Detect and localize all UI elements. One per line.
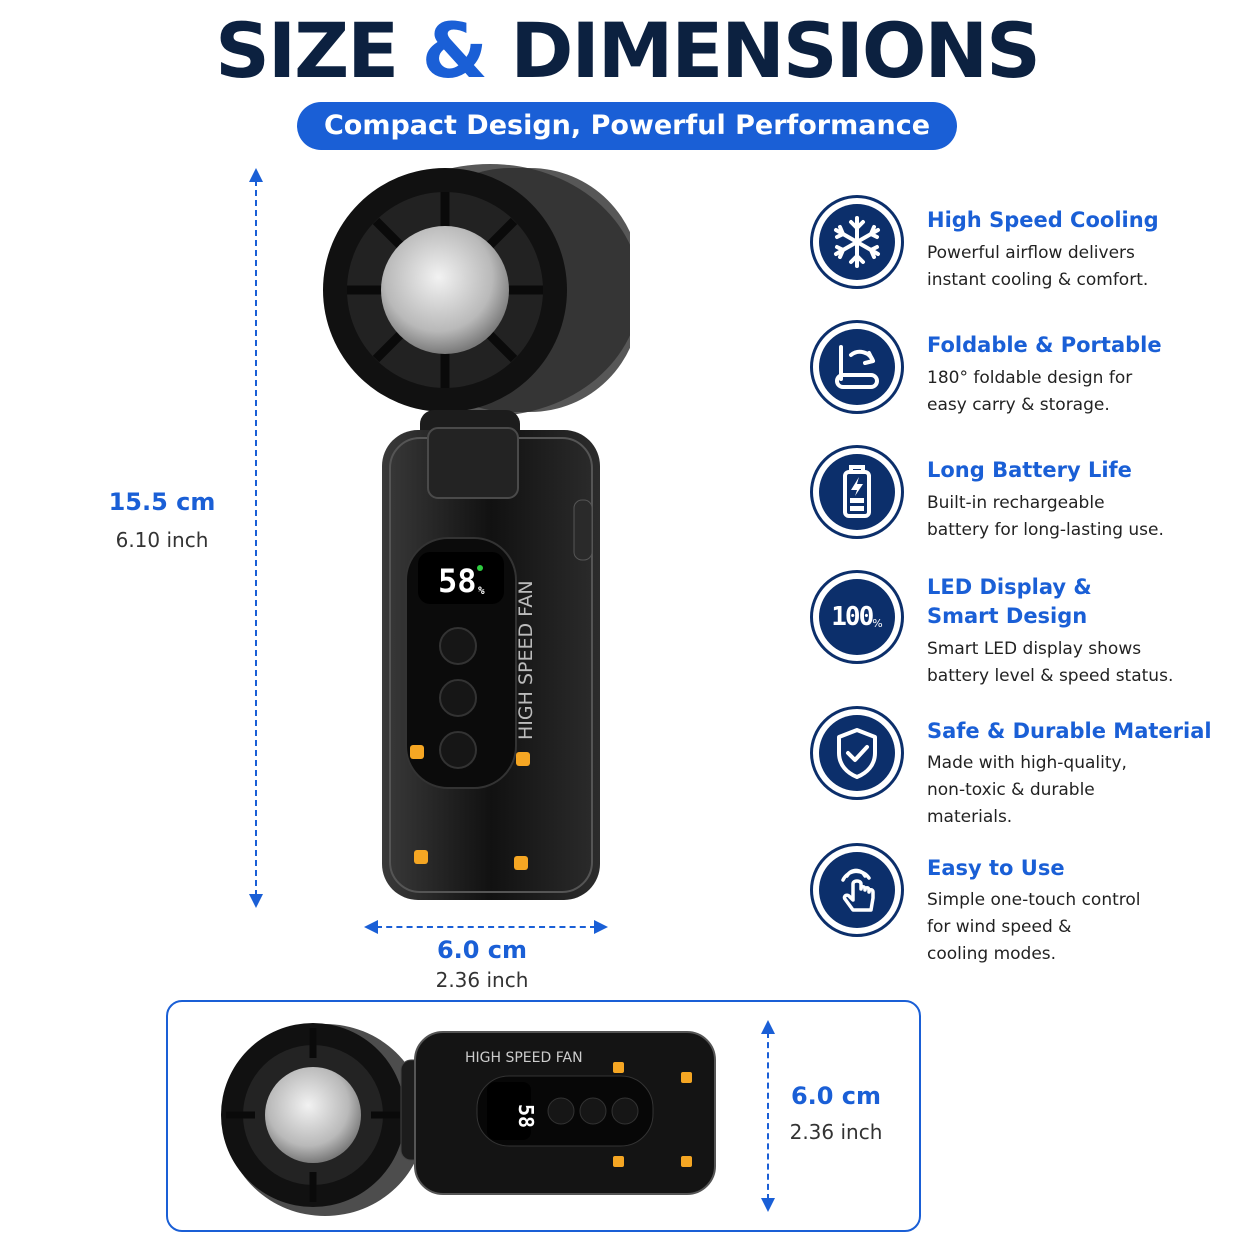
width-cm-label: 6.0 cm bbox=[436, 936, 528, 964]
folded-arrow-top bbox=[761, 1020, 775, 1034]
folded-dimension-line bbox=[767, 1032, 769, 1200]
folded-view-box bbox=[166, 1000, 921, 1232]
feature-desc-easy: Simple one-touch control for wind speed … bbox=[927, 890, 1141, 964]
folded-cm-label: 6.0 cm bbox=[790, 1082, 882, 1110]
height-dimension-line bbox=[255, 180, 257, 896]
feature-title-battery: Long Battery Life bbox=[927, 458, 1132, 482]
page-title: SIZE & DIMENSIONS bbox=[0, 6, 1254, 95]
battery-icon bbox=[810, 445, 904, 539]
width-arrow-left bbox=[364, 920, 378, 934]
height-cm-label: 15.5 cm bbox=[108, 488, 216, 516]
svg-text:HIGH SPEED FAN: HIGH SPEED FAN bbox=[465, 1050, 583, 1066]
height-inch-label: 6.10 inch bbox=[115, 528, 209, 552]
svg-text:%: % bbox=[478, 584, 485, 597]
title-dimensions: DIMENSIONS bbox=[510, 6, 1040, 95]
feature-title-safe: Safe & Durable Material bbox=[927, 719, 1212, 743]
folded-inch-label: 2.36 inch bbox=[789, 1120, 883, 1144]
height-arrow-bottom bbox=[249, 894, 263, 908]
height-arrow-top bbox=[249, 168, 263, 182]
fold-icon bbox=[810, 320, 904, 414]
feature-desc-foldable: 180° foldable design for easy carry & st… bbox=[927, 368, 1133, 415]
shield-check-icon bbox=[810, 706, 904, 800]
feature-desc-safe: Made with high-quality, non-toxic & dura… bbox=[927, 753, 1127, 827]
fan-folded-image: HIGH SPEED FAN 58 bbox=[221, 1023, 716, 1216]
subtitle-banner: Compact Design, Powerful Performance bbox=[297, 102, 957, 150]
svg-text:58: 58 bbox=[514, 1104, 538, 1128]
feature-title-cooling: High Speed Cooling bbox=[927, 208, 1159, 232]
fan-product-image: 58 % HIGH SPEED FAN bbox=[323, 164, 630, 900]
feature-title-led: LED Display & Smart Design bbox=[927, 575, 1092, 628]
folded-arrow-bottom bbox=[761, 1198, 775, 1212]
snowflake-icon bbox=[810, 195, 904, 289]
feature-title-foldable: Foldable & Portable bbox=[927, 333, 1162, 357]
feature-desc-led: Smart LED display shows battery level & … bbox=[927, 639, 1174, 686]
feature-title-easy: Easy to Use bbox=[927, 856, 1065, 880]
touch-hand-icon bbox=[810, 843, 904, 937]
svg-text:HIGH SPEED FAN: HIGH SPEED FAN bbox=[515, 580, 537, 740]
fan-display-value: 58 bbox=[438, 562, 477, 600]
led-display-icon: 100% bbox=[810, 570, 904, 664]
feature-desc-cooling: Powerful airflow delivers instant coolin… bbox=[927, 243, 1149, 290]
feature-desc-battery: Built-in rechargeable battery for long-l… bbox=[927, 493, 1164, 540]
width-dimension-line bbox=[376, 926, 596, 928]
title-ampersand: & bbox=[421, 6, 488, 95]
width-arrow-right bbox=[594, 920, 608, 934]
width-inch-label: 2.36 inch bbox=[435, 968, 529, 992]
title-size: SIZE bbox=[215, 6, 399, 95]
